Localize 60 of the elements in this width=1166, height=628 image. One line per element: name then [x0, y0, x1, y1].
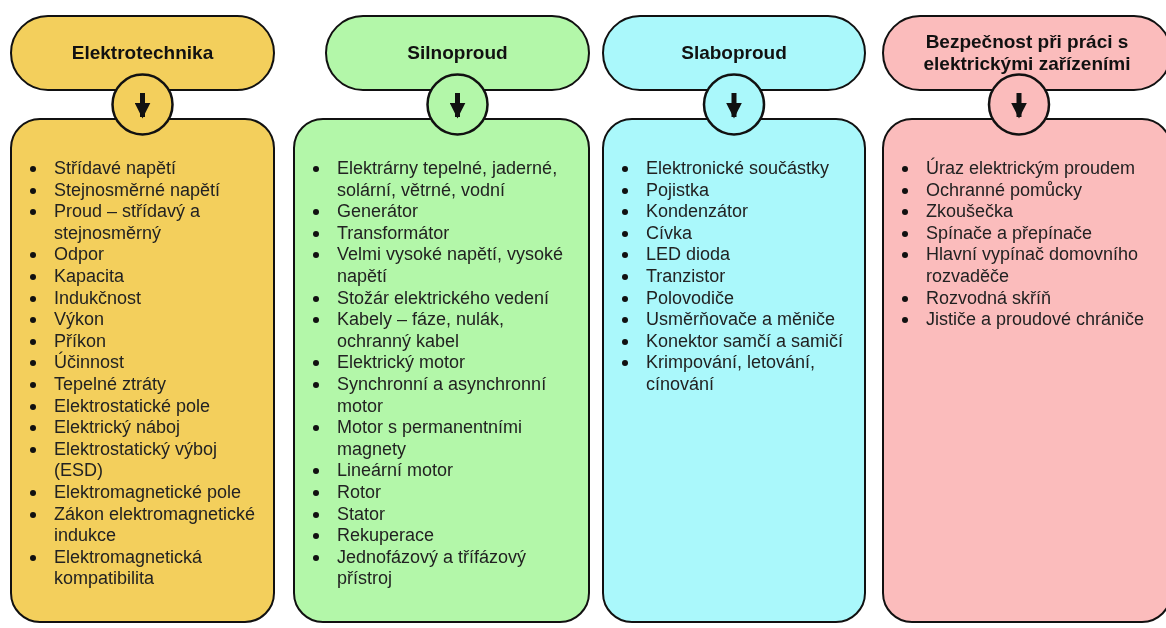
- list-item: Stejnosměrné napětí: [54, 179, 221, 200]
- list-item: Kondenzátor: [646, 201, 749, 222]
- list-item: Účinnost: [54, 352, 125, 373]
- list-item: Proud – střídavý a stejnosměrný: [54, 201, 201, 243]
- list-item: Elektrostatický výboj (ESD): [54, 438, 218, 481]
- list-item: Jednofázový a třífázový přístroj: [337, 546, 527, 589]
- list-item: Lineární motor: [337, 460, 454, 481]
- list-item: Elektrický motor: [337, 352, 466, 373]
- topic-header: [882, 15, 1166, 91]
- list-item: LED dioda: [646, 244, 731, 265]
- topic-card: [293, 118, 590, 623]
- topic-card: [10, 118, 275, 623]
- list-item: Transformátor: [337, 222, 450, 243]
- list-item: Motor s permanentními magnety: [337, 417, 523, 459]
- list-item: Tepelné ztráty: [54, 373, 167, 394]
- list-item: Rozvodná skříň: [926, 287, 1052, 308]
- list-item: Jističe a proudové chrániče: [926, 309, 1145, 330]
- list-item: Elektromagnetické pole: [54, 481, 242, 502]
- list-item: Kabely – fáze, nulák, ochranný kabel: [337, 309, 505, 351]
- list-item: Elektronické součástky: [646, 158, 830, 178]
- list-item: Synchronní a asynchronní motor: [337, 373, 547, 416]
- list-item: Stožár elektrického vedení: [337, 287, 550, 308]
- down-arrow: [449, 93, 466, 119]
- list-item: Kapacita: [54, 265, 125, 286]
- list-item: Hlavní vypínač domovního rozvaděče: [926, 244, 1139, 286]
- list-item: Tranzistor: [646, 265, 726, 286]
- down-arrow: [134, 93, 151, 119]
- list-item: Elektrárny tepelné, jaderné, solární, větrné, vodní: [337, 158, 558, 200]
- topic-card: [602, 118, 866, 623]
- header-title: Slaboproud: [681, 42, 787, 64]
- list-item: Usměrňovače a měniče: [646, 309, 836, 330]
- list-item: Polovodiče: [646, 287, 735, 308]
- list-item: Generátor: [337, 201, 419, 222]
- list-item: Zákon elektromagnetické indukce: [54, 503, 256, 546]
- list-item: Elektrostatické pole: [54, 395, 211, 416]
- list-item: Rekuperace: [337, 525, 435, 546]
- list-item: Odpor: [54, 244, 105, 265]
- list-item: Úraz elektrickým proudem: [926, 158, 1136, 178]
- header-title: Bezpečnost při práci s elektrickými zařízeními: [922, 31, 1132, 75]
- list-item: Stator: [337, 503, 386, 524]
- list-item: Cívka: [646, 222, 692, 243]
- list-item: Pojistka: [646, 179, 710, 200]
- list-item: Příkon: [54, 330, 107, 351]
- list-item: Indukčnost: [54, 287, 142, 308]
- list-item: Krimpování, letování, cínování: [646, 352, 816, 394]
- header-title: Elektrotechnika: [71, 42, 214, 64]
- list-item: Velmi vysoké napětí, vysoké napětí: [337, 244, 564, 286]
- down-arrow: [1011, 93, 1027, 119]
- list-item: Střídavé napětí: [54, 158, 177, 178]
- list-item: Výkon: [54, 309, 105, 330]
- list-item: Konektor samčí a samičí: [646, 330, 844, 351]
- down-arrow: [726, 93, 742, 119]
- list-item: Elektromagnetická kompatibilita: [54, 546, 203, 589]
- list-item: Ochranné pomůcky: [926, 179, 1083, 200]
- list-item: Rotor: [337, 481, 381, 502]
- list-item: Spínače a přepínače: [926, 222, 1093, 243]
- list-item: Zkoušečka: [926, 201, 1014, 222]
- list-item: Elektrický náboj: [54, 417, 181, 438]
- topic-card: [882, 118, 1166, 623]
- header-title: Silnoproud: [407, 42, 508, 64]
